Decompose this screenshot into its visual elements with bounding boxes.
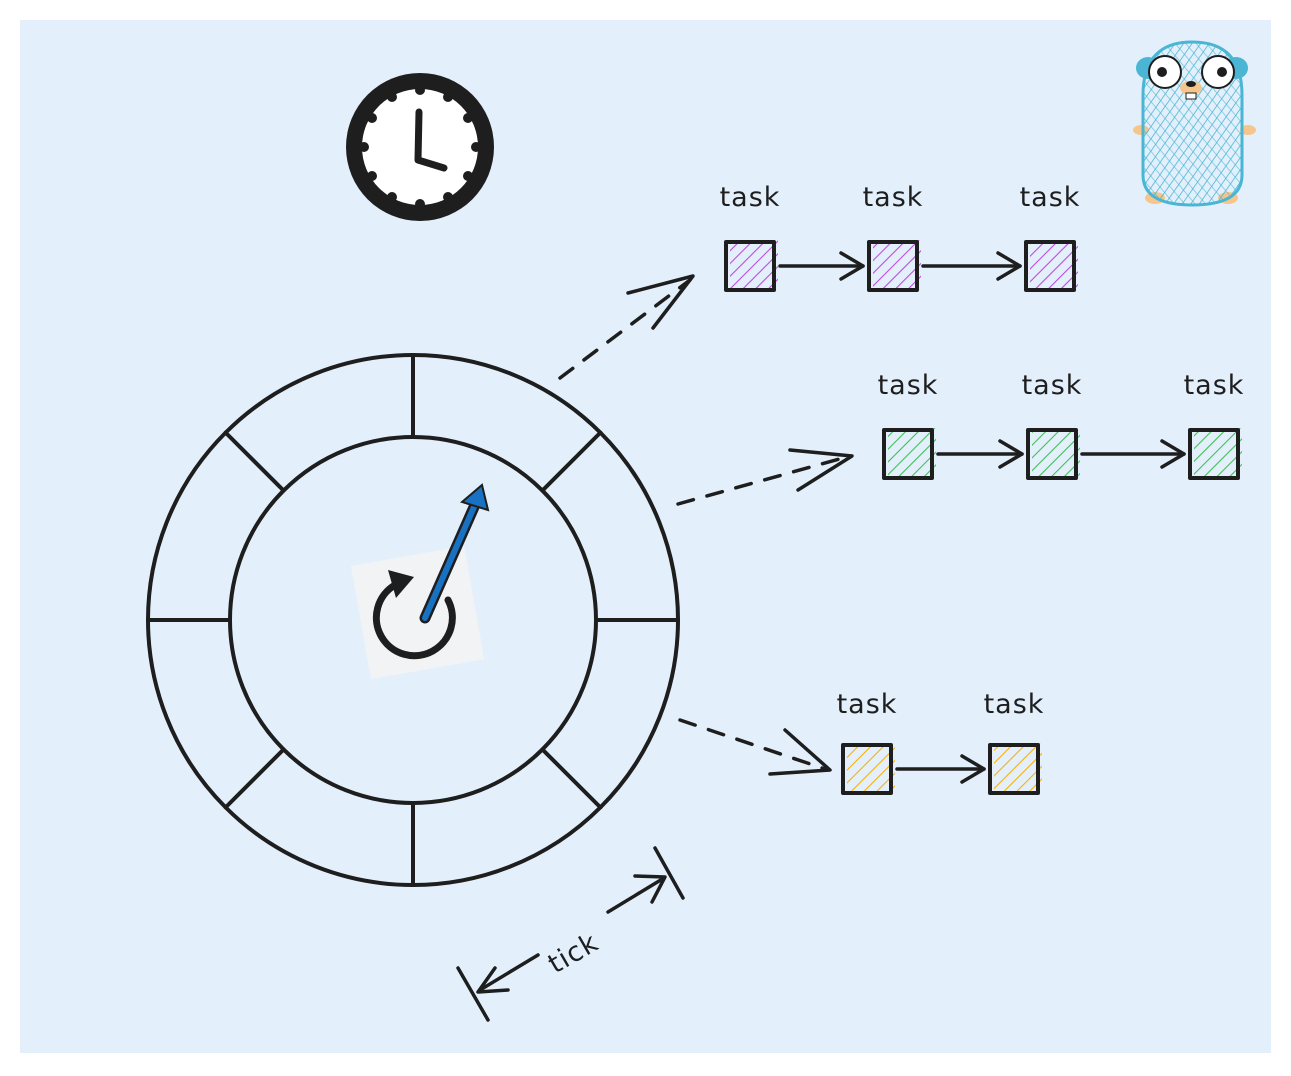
wheel-slot-dividers — [146, 353, 680, 887]
task-node — [841, 743, 893, 795]
task-node-fill — [847, 743, 895, 791]
task-node-fill — [1030, 240, 1078, 288]
task-node-fill — [873, 240, 921, 288]
task-label: task — [1184, 370, 1245, 401]
task-node-fill — [888, 428, 936, 476]
wheel-slot-divider — [540, 747, 603, 810]
task-lists: task task task task task task task task — [720, 182, 1245, 795]
task-link-arrowhead — [960, 754, 986, 784]
background-panel — [20, 20, 1271, 1053]
task-list-row: task task task — [878, 370, 1245, 480]
gopher-mascot — [1133, 40, 1256, 207]
wheel-slot-divider — [540, 430, 603, 493]
task-label: task — [837, 689, 898, 720]
wheel-pointer — [419, 483, 490, 624]
task-link-arrowhead — [1160, 439, 1186, 469]
task-label: task — [878, 370, 939, 401]
task-node — [988, 743, 1040, 795]
task-node — [882, 428, 934, 480]
timing-wheel — [146, 353, 680, 887]
task-node — [1024, 240, 1076, 292]
task-node-fill — [730, 240, 778, 288]
task-node — [1026, 428, 1078, 480]
task-label: task — [984, 689, 1045, 720]
task-node-fill — [1194, 428, 1242, 476]
task-link-arrowhead — [839, 251, 865, 281]
task-label: task — [1022, 370, 1083, 401]
wheel-slot-divider — [223, 747, 286, 810]
slot-to-list-arrows — [558, 274, 854, 776]
task-node — [1188, 428, 1240, 480]
task-label: task — [1020, 182, 1081, 213]
task-list-row: task task task — [720, 182, 1081, 292]
task-node-fill — [994, 743, 1042, 791]
task-label: task — [863, 182, 924, 213]
task-node-fill — [1032, 428, 1080, 476]
task-link-arrowhead — [996, 251, 1022, 281]
clock-icon — [346, 73, 494, 221]
task-link-arrowhead — [998, 439, 1024, 469]
task-node — [867, 240, 919, 292]
task-node — [724, 240, 776, 292]
task-label: task — [720, 182, 781, 213]
wheel-slot-divider — [223, 430, 286, 493]
rotate-icon — [350, 545, 485, 680]
task-list-row: task task — [837, 689, 1045, 795]
